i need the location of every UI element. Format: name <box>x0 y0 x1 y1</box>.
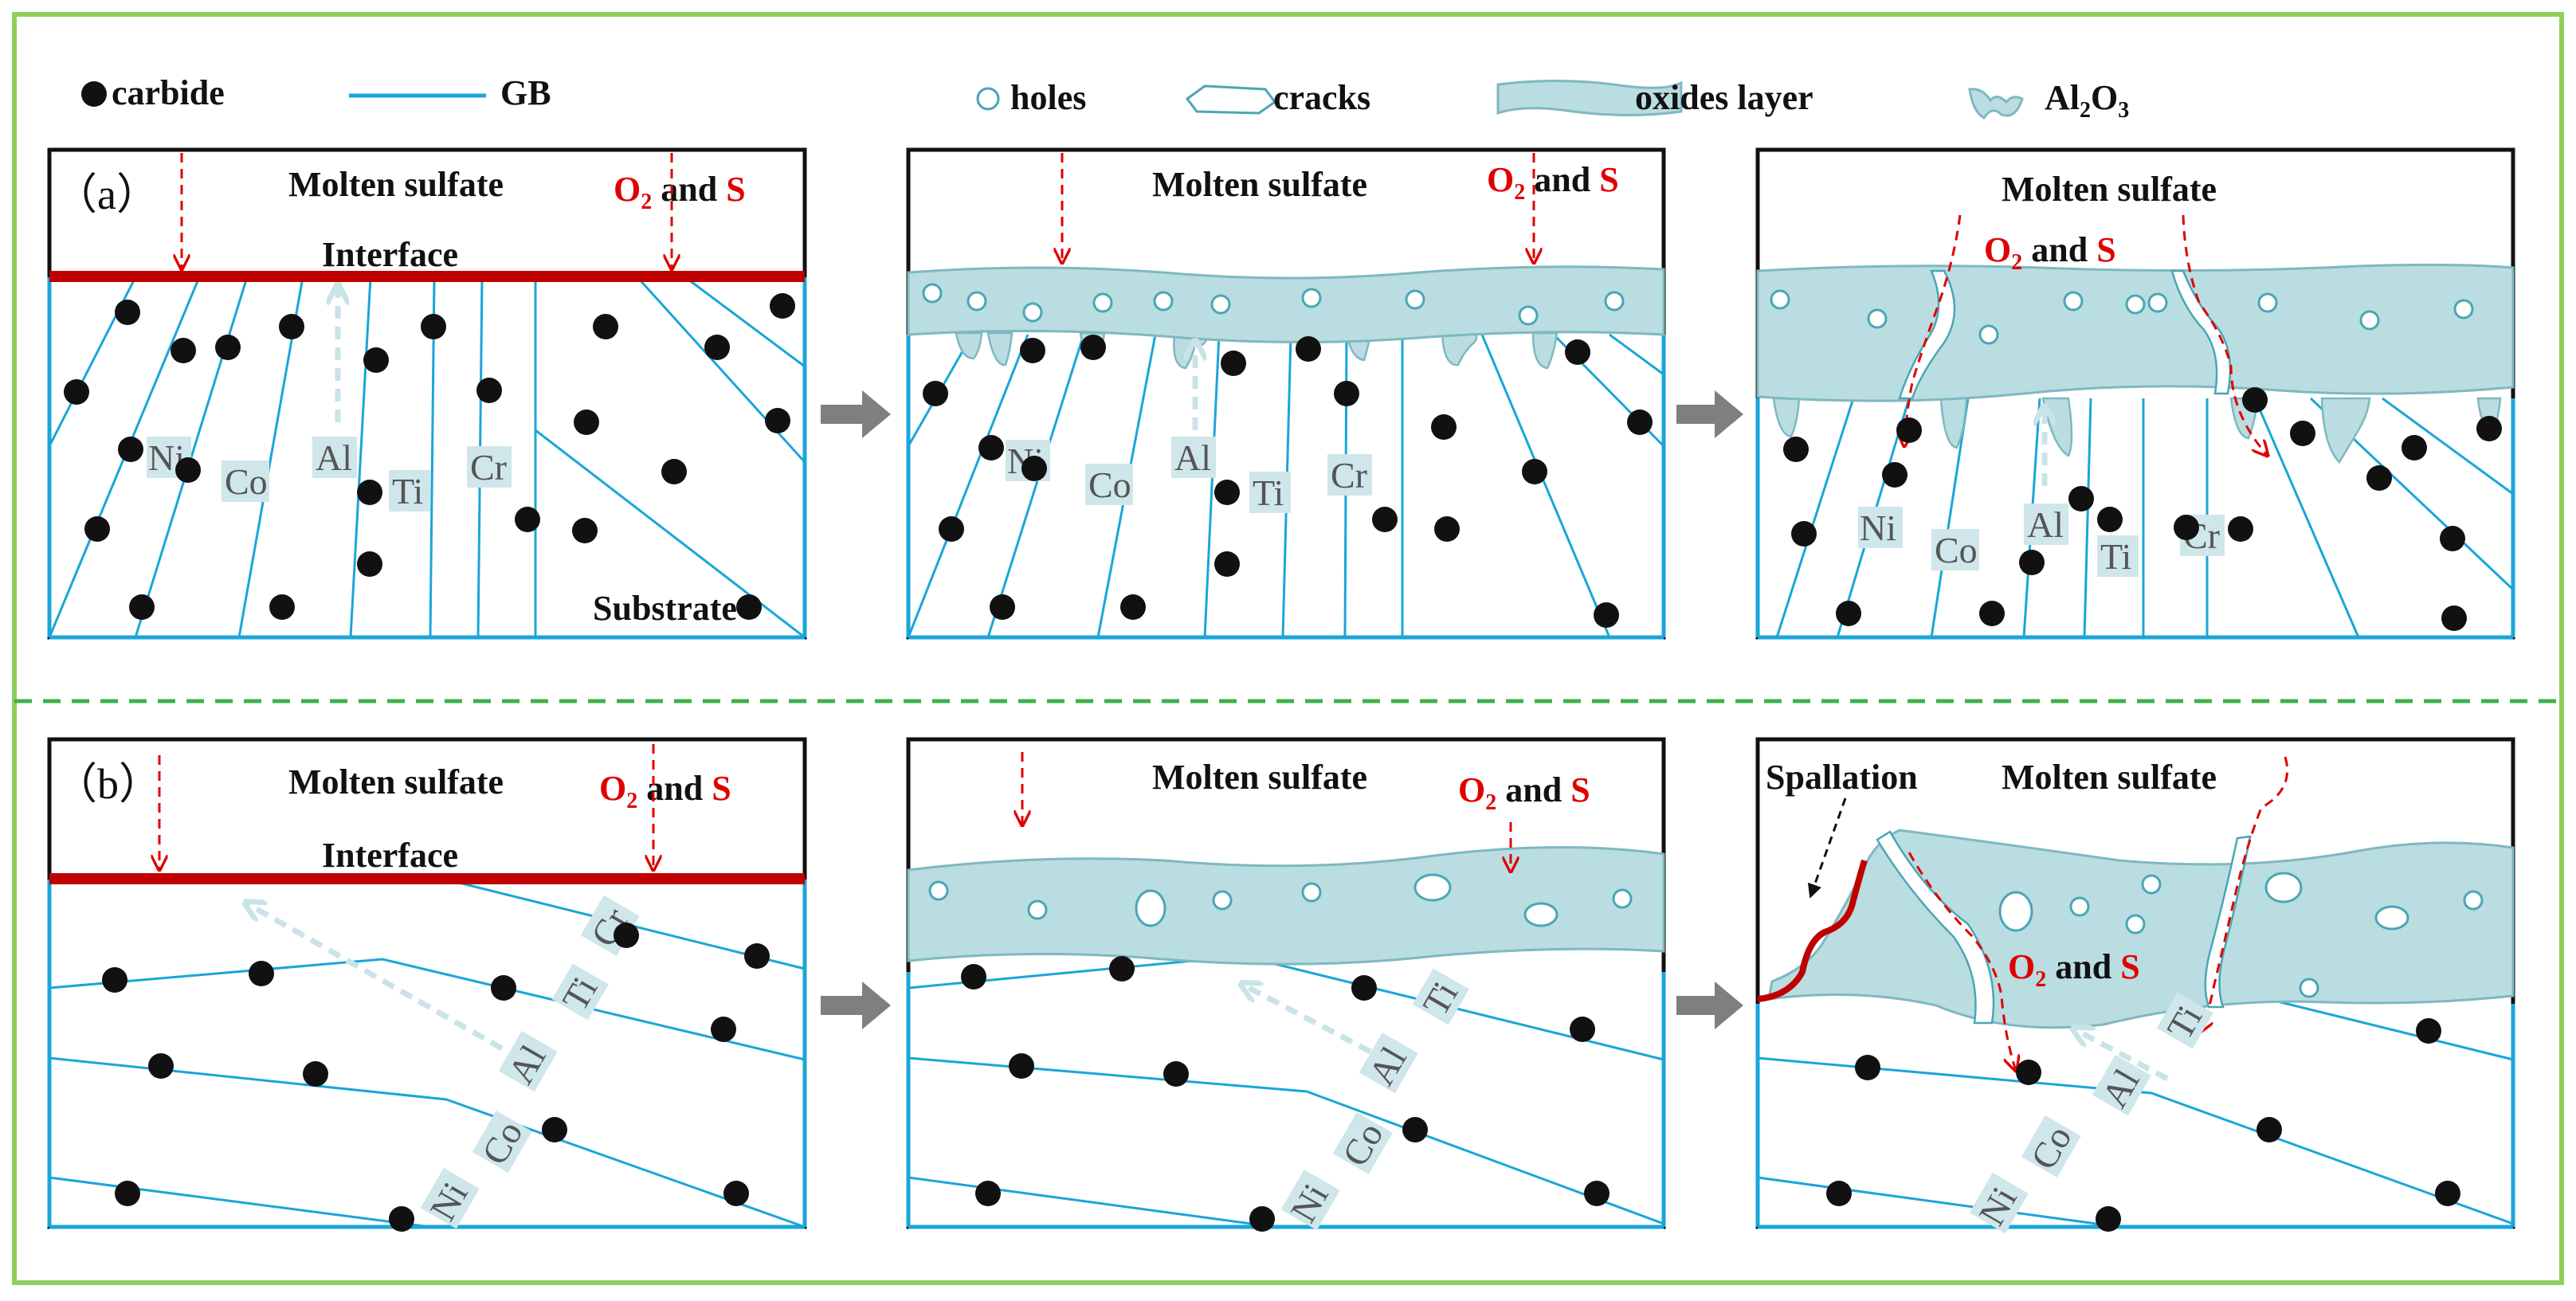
panel-a1-o2-and-s: O2 and S <box>614 170 746 214</box>
svg-text:Ti: Ti <box>2100 536 2131 577</box>
panel-a1-al: Al <box>316 437 352 478</box>
panel-b2-o2-and-s: O2 and S <box>1458 770 1590 815</box>
oxide-layer-legend-icon <box>1496 79 1683 117</box>
panel-a1-frame <box>47 147 807 640</box>
legend-gb-label: GB <box>500 73 551 112</box>
panel-b3-diffusion-arrow <box>2075 1029 2169 1082</box>
svg-text:Ni: Ni <box>1860 507 1896 548</box>
panel-a1-ti: Ti <box>392 471 423 511</box>
panel-a2-carbides <box>923 335 1653 628</box>
panel-b2-oxide-layer <box>907 846 1665 966</box>
panel-a3-carbides <box>1783 387 2502 631</box>
panel-b3-o2-and-s: O2 and S <box>2008 947 2140 992</box>
panel-a1-tag: （a） <box>54 170 159 218</box>
al2o3-al: Al <box>2045 78 2080 117</box>
panel-a1-cr: Cr <box>470 447 507 488</box>
legend-oxides-label: oxides layer <box>1635 78 1813 117</box>
panel-a1-substrate-label: Substrate <box>593 589 737 628</box>
panel-b3-element-labels: Ni Co Al Ti <box>1969 992 2213 1234</box>
panel-b3-molten-sulfate: Molten sulfate <box>2002 758 2217 797</box>
svg-text:Al: Al <box>2027 504 2064 545</box>
panel-a1-interface-line <box>49 271 805 282</box>
progress-arrow-a1 <box>821 390 891 438</box>
panel-b2-diffusion-arrow <box>1243 985 1372 1055</box>
al2o3-legend-icon <box>1968 88 2024 120</box>
panel-b2-holes <box>928 873 1633 927</box>
panel-a3-o2-and-s: O2 and S <box>1984 230 2116 275</box>
panel-b3-carbides <box>1826 1018 2460 1232</box>
progress-arrow-a2 <box>1676 390 1743 438</box>
panel-b1-interface-label: Interface <box>322 836 458 875</box>
panel-b3-holes <box>1998 872 2484 998</box>
panel-b1-o2-and-s: O2 and S <box>599 769 731 813</box>
outer-frame <box>12 12 2564 1285</box>
panel-a3-red-path-right <box>2182 214 2268 456</box>
panel-b1: （b） Molten sulfate O2 and S Interface Ni… <box>47 737 807 1232</box>
panel-b1-tag: （b） <box>54 760 162 808</box>
svg-text:Co: Co <box>1088 464 1131 505</box>
panel-b3-spallation-edge <box>1757 859 1868 1002</box>
panel-a1: （a） Molten sulfate O2 and S Interface Su… <box>47 147 807 640</box>
panel-a2-o2-and-s: O2 and S <box>1487 160 1619 205</box>
legend-cracks-label: cracks <box>1273 78 1370 117</box>
svg-text:Cr: Cr <box>1331 455 1367 496</box>
progress-arrow-b2 <box>1676 982 1743 1029</box>
panel-a1-co: Co <box>225 461 268 502</box>
panel-a1-molten-sulfate: Molten sulfate <box>288 165 504 204</box>
panel-b1-carbides <box>102 923 770 1232</box>
panel-a2-oxide-layer <box>907 265 1665 344</box>
al2o3-sub-3: 3 <box>2118 98 2129 123</box>
panel-b3-spallation-label: Spallation <box>1766 758 1918 797</box>
panel-b3-crack-left <box>1876 830 1995 1025</box>
legend-carbide-label: carbide <box>112 73 225 112</box>
hole-legend-icon <box>976 87 1000 111</box>
panel-a1-interface-label: Interface <box>322 235 458 274</box>
crack-legend-icon <box>1185 84 1277 115</box>
panel-b1-frame <box>47 737 807 1229</box>
panel-a3: Molten sulfate O2 and S Ni Co Al Ti Cr <box>1755 147 2515 640</box>
progress-arrow-b1 <box>821 982 891 1029</box>
legend-holes-label: holes <box>1010 78 1086 117</box>
panel-a2-frame <box>906 147 1666 640</box>
panel-a3-holes <box>1770 289 2474 345</box>
panel-b3-spallation-pointer <box>1807 797 1847 899</box>
panel-a2: Molten sulfate O2 and S Ni Co Al Ti Cr <box>906 147 1666 640</box>
panel-a3-oxide-layer <box>1756 263 2515 402</box>
panel-b1-interface-line <box>49 873 805 884</box>
al2o3-o: O <box>2091 78 2118 117</box>
panel-b2-frame <box>906 737 1666 1229</box>
panel-a1-carbides <box>64 293 795 620</box>
svg-text:Co: Co <box>1935 530 1978 570</box>
panel-b3-red-path-right <box>2199 756 2289 1033</box>
panel-b3: Spallation Molten sulfate O2 and S Ni Co… <box>1755 737 2515 1234</box>
panel-a3-al2o3-protrusions <box>1772 397 2502 464</box>
legend-al2o3-label: Al2O3 <box>2045 78 2129 123</box>
panel-b3-red-path-left <box>1907 852 2016 1071</box>
legend: carbide GB holes cracks oxides layer Al2… <box>81 73 2129 123</box>
panel-b1-diffusion-arrow <box>247 903 504 1052</box>
panel-a3-crack-left <box>1898 269 1956 400</box>
panel-a3-molten-sulfate: Molten sulfate <box>2002 170 2217 209</box>
carbide-legend-icon <box>81 81 107 107</box>
al2o3-sub-2: 2 <box>2080 98 2091 123</box>
panel-a2-holes <box>922 283 1625 326</box>
panel-a2-molten-sulfate: Molten sulfate <box>1152 165 1367 204</box>
svg-text:Al: Al <box>1174 437 1211 478</box>
panel-b2-molten-sulfate: Molten sulfate <box>1152 758 1367 797</box>
panel-b2: Molten sulfate O2 and S Ni Co Al Ti <box>906 737 1666 1232</box>
panel-b1-molten-sulfate: Molten sulfate <box>288 762 504 801</box>
panel-a1-element-labels: Ni Co Al Ti Cr <box>147 437 512 511</box>
panel-b3-grain-boundaries <box>1757 994 2514 1229</box>
svg-text:Ti: Ti <box>1253 472 1284 513</box>
panel-b2-carbides <box>961 956 1610 1232</box>
